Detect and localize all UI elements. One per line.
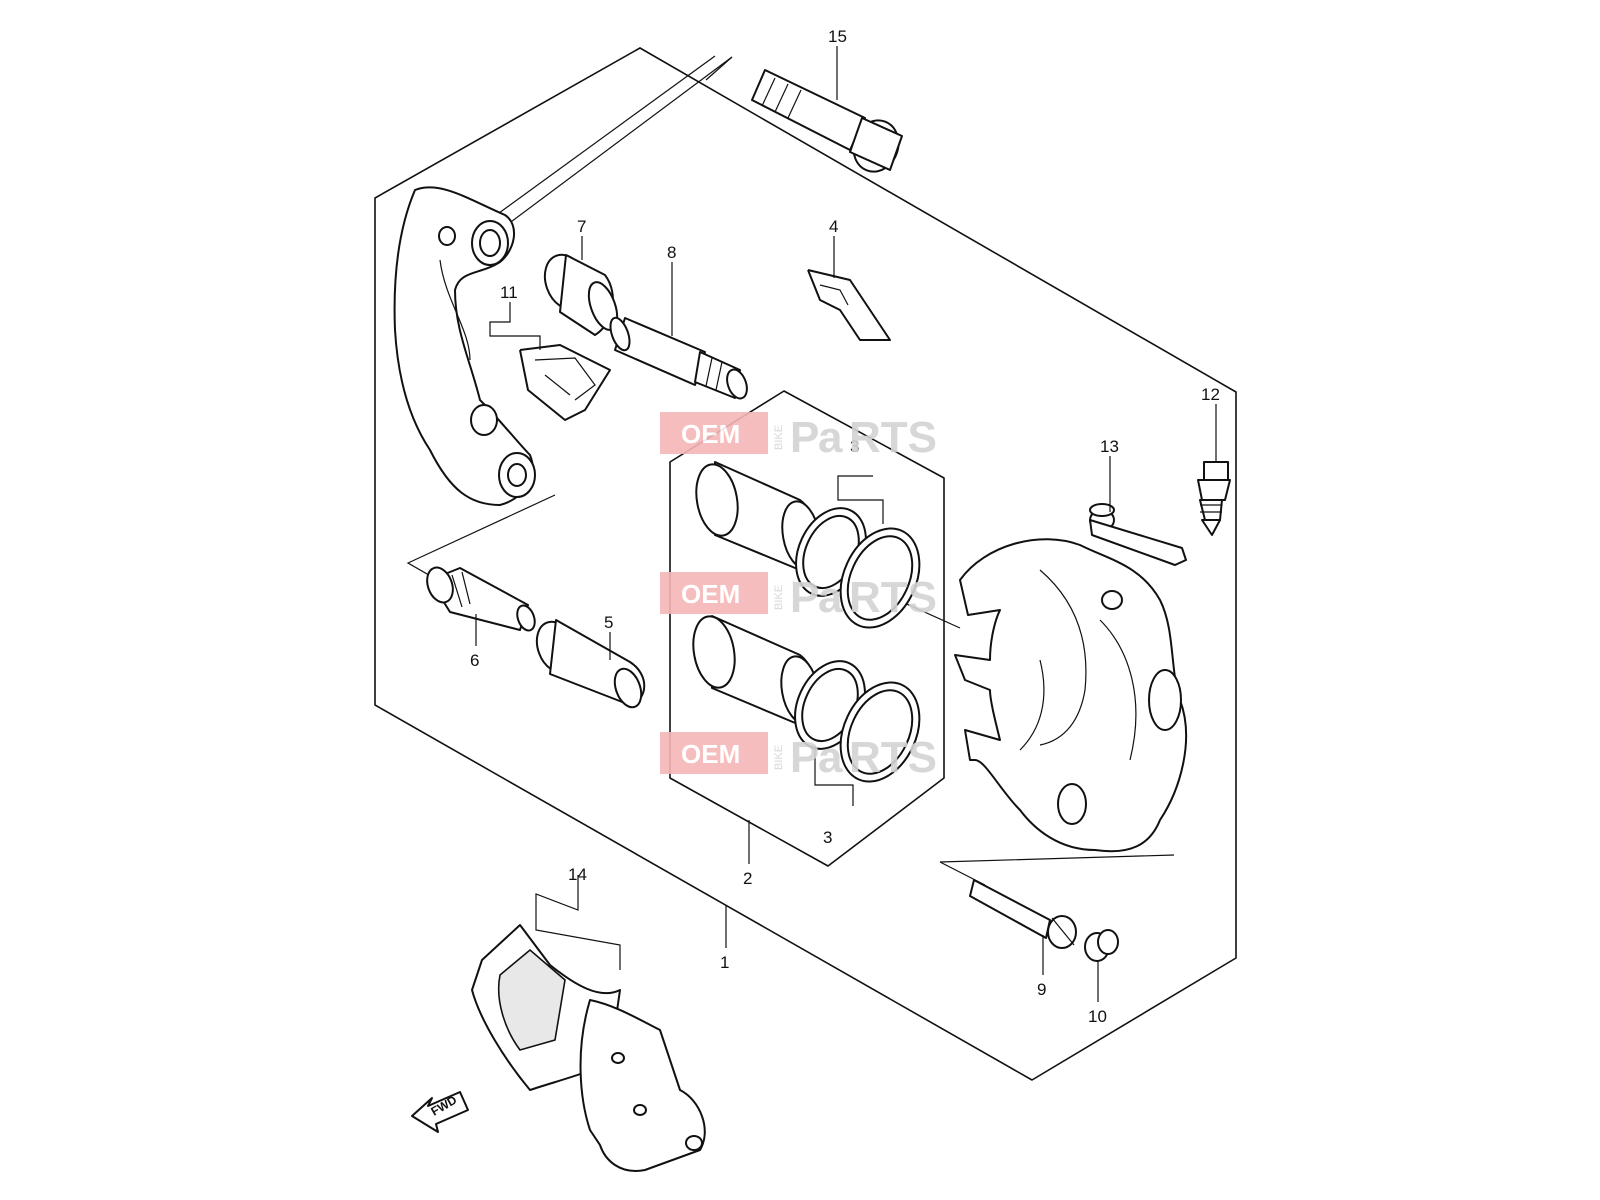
caliper-bracket <box>393 186 536 506</box>
slide-pin-6 <box>426 566 536 632</box>
callout-9: 9 <box>1037 980 1046 999</box>
svg-text:P: P <box>790 733 819 782</box>
pin-9 <box>969 879 1077 949</box>
seal-bracket-upper <box>837 475 884 524</box>
plug-10 <box>1084 929 1119 962</box>
fwd-arrow-icon: FWD <box>411 1091 469 1133</box>
piston-kit-outline-2 <box>669 390 945 867</box>
callout-1: 1 <box>720 953 729 972</box>
seals-lower <box>794 660 921 783</box>
bolt-15 <box>751 69 903 173</box>
slide-pin-8 <box>609 316 748 400</box>
svg-text:RTS: RTS <box>849 573 937 622</box>
leader-14 <box>535 875 621 970</box>
callout-11: 11 <box>500 283 518 302</box>
clip-4 <box>807 269 891 341</box>
callout-13: 13 <box>1100 437 1119 456</box>
callout-15: 15 <box>828 27 847 46</box>
guide-line-bolt-15-b <box>705 56 733 81</box>
callout-3a: 3 <box>850 437 859 456</box>
svg-text:a: a <box>818 733 843 782</box>
callout-7: 7 <box>577 217 586 236</box>
watermark-3: OEM BIKE P a RTS <box>660 732 937 782</box>
boot-7 <box>543 253 619 336</box>
boot-5 <box>535 619 646 709</box>
caliper-body <box>954 538 1188 853</box>
svg-text:BIKE: BIKE <box>773 425 785 450</box>
callout-8: 8 <box>667 243 676 262</box>
svg-text:BIKE: BIKE <box>773 745 785 770</box>
svg-text:P: P <box>790 413 819 462</box>
bleeder-cap-13 <box>1089 503 1187 566</box>
svg-text:RTS: RTS <box>849 733 937 782</box>
svg-text:a: a <box>818 573 843 622</box>
svg-text:BIKE: BIKE <box>773 585 785 610</box>
brake-pads-14 <box>471 924 706 1172</box>
seal-bracket-lower <box>814 746 854 806</box>
callout-2: 2 <box>743 869 752 888</box>
callout-5: 5 <box>604 613 613 632</box>
watermark-1: OEM BIKE P a RTS <box>660 412 937 462</box>
callout-6: 6 <box>470 651 479 670</box>
watermark-2: OEM BIKE P a RTS <box>660 572 937 622</box>
svg-text:a: a <box>818 413 843 462</box>
leader-11 <box>489 302 541 350</box>
svg-text:OEM: OEM <box>681 739 740 769</box>
callout-10: 10 <box>1088 1007 1107 1026</box>
bleeder-valve-12 <box>1197 461 1231 536</box>
guide-line-9 <box>939 854 1175 886</box>
piston-lower <box>692 615 820 726</box>
seals-upper <box>795 507 921 629</box>
svg-text:P: P <box>790 573 819 622</box>
callout-12: 12 <box>1201 385 1220 404</box>
svg-text:RTS: RTS <box>849 413 937 462</box>
callout-4: 4 <box>829 217 838 236</box>
callout-14: 14 <box>568 865 587 884</box>
guide-line-bolt-15 <box>479 56 733 246</box>
assembly-outline-1 <box>374 47 1237 1081</box>
callout-3b: 3 <box>823 828 832 847</box>
svg-text:OEM: OEM <box>681 419 740 449</box>
pad-spring-11 <box>519 344 611 421</box>
svg-text:OEM: OEM <box>681 579 740 609</box>
